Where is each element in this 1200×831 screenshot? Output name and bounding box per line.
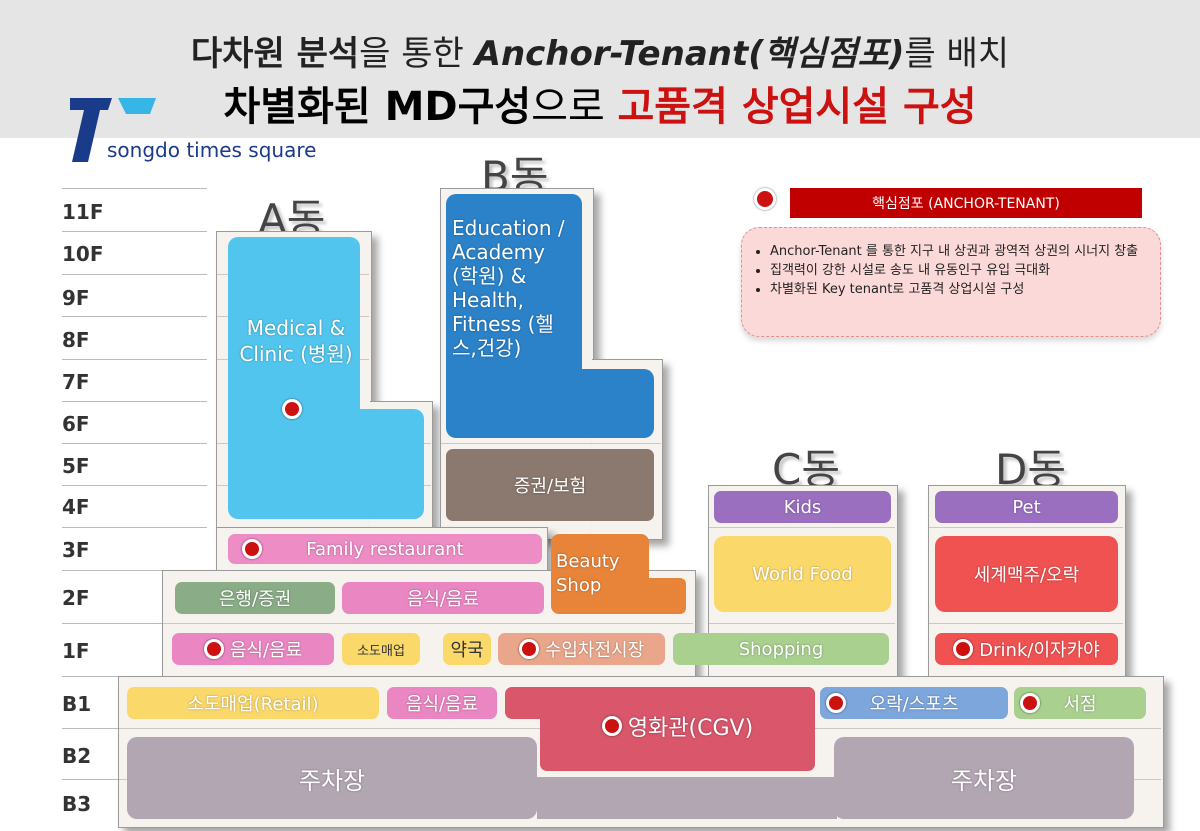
anchor-marker: [242, 539, 262, 559]
beauty-shop-label: Beauty Shop: [556, 551, 620, 596]
retail-b1-zone[interactable]: 소도매업(Retail): [127, 687, 379, 719]
retail-small-zone[interactable]: 소도매업: [342, 633, 420, 665]
legend-anchor-tenant: 핵심점포 (ANCHOR-TENANT): [790, 188, 1142, 218]
pet-zone[interactable]: Pet: [935, 491, 1118, 523]
anchor-marker: [1020, 693, 1040, 713]
headline-part: 으로: [531, 84, 618, 130]
anchor-marker: [282, 399, 302, 419]
drink-izakaya-zone[interactable]: Drink/이자카야: [935, 633, 1118, 665]
floor-label: 5F: [62, 454, 90, 478]
headline-part: Anchor-Tenant(핵심점포): [474, 34, 905, 74]
floor-divider: [62, 623, 207, 624]
note-item: 집객력이 강한 시설로 송도 내 유동인구 유입 극대화: [770, 261, 1148, 280]
securities-insurance-zone[interactable]: 증권/보험: [446, 449, 654, 521]
floor-label: 4F: [62, 495, 90, 519]
import-car-label: 수입차전시장: [544, 640, 645, 661]
floor-label: 7F: [62, 370, 90, 394]
headline-part: 를 배치: [904, 34, 1010, 74]
sports-entertainment-label: 오락/스포츠: [869, 694, 959, 715]
floor-line: [929, 623, 1123, 624]
floor-divider: [62, 359, 207, 360]
floor-divider: [62, 443, 207, 444]
medical-clinic-zone-extension[interactable]: [340, 409, 424, 519]
beer-entertainment-zone[interactable]: 세계맥주/오락: [935, 536, 1118, 612]
bookstore-zone[interactable]: 서점: [1014, 687, 1146, 719]
floor-label: 6F: [62, 412, 90, 436]
bank-securities-zone[interactable]: 은행/증권: [175, 582, 335, 614]
import-car-showroom-zone[interactable]: 수입차전시장: [498, 633, 665, 665]
floor-line: [709, 527, 895, 528]
legend-anchor-marker: [754, 188, 776, 210]
beauty-shop-zone-extension[interactable]: [620, 578, 686, 614]
floor-label: 10F: [62, 242, 104, 266]
note-item: Anchor-Tenant 를 통한 지구 내 상권과 광역적 상권의 시너지 …: [770, 242, 1148, 261]
family-restaurant-label: Family restaurant: [306, 538, 464, 560]
floor-label: 8F: [62, 328, 90, 352]
kids-zone[interactable]: Kids: [714, 491, 891, 523]
floor-divider: [62, 274, 207, 275]
floor-label: 9F: [62, 286, 90, 310]
anchor-marker: [826, 693, 846, 713]
header-banner: [0, 0, 1200, 138]
parking-left-zone[interactable]: 주차장: [127, 737, 537, 819]
floor-label: B2: [62, 744, 92, 768]
headline-part: 차별화된 MD구성: [223, 84, 532, 130]
food-beverage-2f-zone[interactable]: 음식/음료: [342, 582, 544, 614]
parking-connector: [537, 777, 837, 819]
floor-label: 2F: [62, 586, 90, 610]
cgv-zone-b2[interactable]: [540, 687, 815, 771]
floor-divider: [62, 485, 207, 486]
headline-part: 다차원 분석: [190, 34, 360, 74]
cgv-label-wrap: 영화관(CGV): [540, 706, 815, 746]
education-fitness-zone[interactable]: [446, 194, 582, 438]
floor-divider: [62, 570, 207, 571]
floor-label: 3F: [62, 538, 90, 562]
food-beverage-1f-zone[interactable]: 음식/음료: [172, 633, 334, 665]
anchor-marker: [518, 639, 539, 659]
headline-line1: 다차원 분석을 통한 Anchor-Tenant(핵심점포)를 배치: [0, 26, 1200, 75]
floor-divider: [62, 527, 207, 528]
note-item: 차별화된 Key tenant로 고품격 상업시설 구성: [770, 280, 1148, 299]
parking-right-zone[interactable]: 주차장: [834, 737, 1134, 819]
headline-part: 을 통한: [359, 34, 475, 74]
family-restaurant-zone[interactable]: Family restaurant: [228, 534, 542, 564]
sports-entertainment-zone[interactable]: 오락/스포츠: [820, 687, 1008, 719]
floor-divider: [62, 316, 207, 317]
food-beverage-1f-label: 음식/음료: [229, 640, 303, 661]
headline-line2: 차별화된 MD구성으로 고품격 상업시설 구성: [0, 74, 1200, 132]
floor-line: [441, 443, 661, 444]
world-food-zone[interactable]: World Food: [714, 536, 891, 612]
anchor-tenant-notes: Anchor-Tenant 를 통한 지구 내 상권과 광역적 상권의 시너지 …: [741, 227, 1161, 337]
floor-label: 11F: [62, 200, 104, 224]
shopping-zone[interactable]: Shopping: [673, 633, 889, 665]
floor-divider: [62, 401, 207, 402]
logo-text: songdo times square: [107, 138, 317, 162]
cgv-label: 영화관(CGV): [627, 716, 754, 741]
logo-icon: [70, 98, 156, 162]
floor-divider: [62, 231, 207, 232]
medical-clinic-label: Medical & Clinic (병원): [239, 316, 353, 366]
floor-line: [163, 623, 693, 624]
bookstore-label: 서점: [1063, 694, 1097, 715]
medical-clinic-zone[interactable]: [228, 237, 360, 519]
anchor-marker: [203, 639, 224, 659]
anchor-marker: [953, 639, 974, 659]
floor-line: [709, 623, 895, 624]
headline-part: 고품격 상업시설 구성: [617, 84, 977, 130]
floor-label: B3: [62, 792, 92, 816]
drink-izakaya-label: Drink/이자카야: [979, 640, 1100, 661]
floor-label: B1: [62, 692, 92, 716]
floor-line: [929, 527, 1123, 528]
anchor-marker: [601, 716, 622, 736]
pharmacy-zone[interactable]: 약국: [443, 633, 491, 665]
food-beverage-b1-zone[interactable]: 음식/음료: [387, 687, 497, 719]
education-fitness-label: Education / Academy (학원) & Health, Fitne…: [452, 216, 565, 360]
floor-divider: [62, 188, 207, 189]
floor-label: 1F: [62, 639, 90, 663]
education-fitness-zone-extension[interactable]: [560, 369, 654, 438]
